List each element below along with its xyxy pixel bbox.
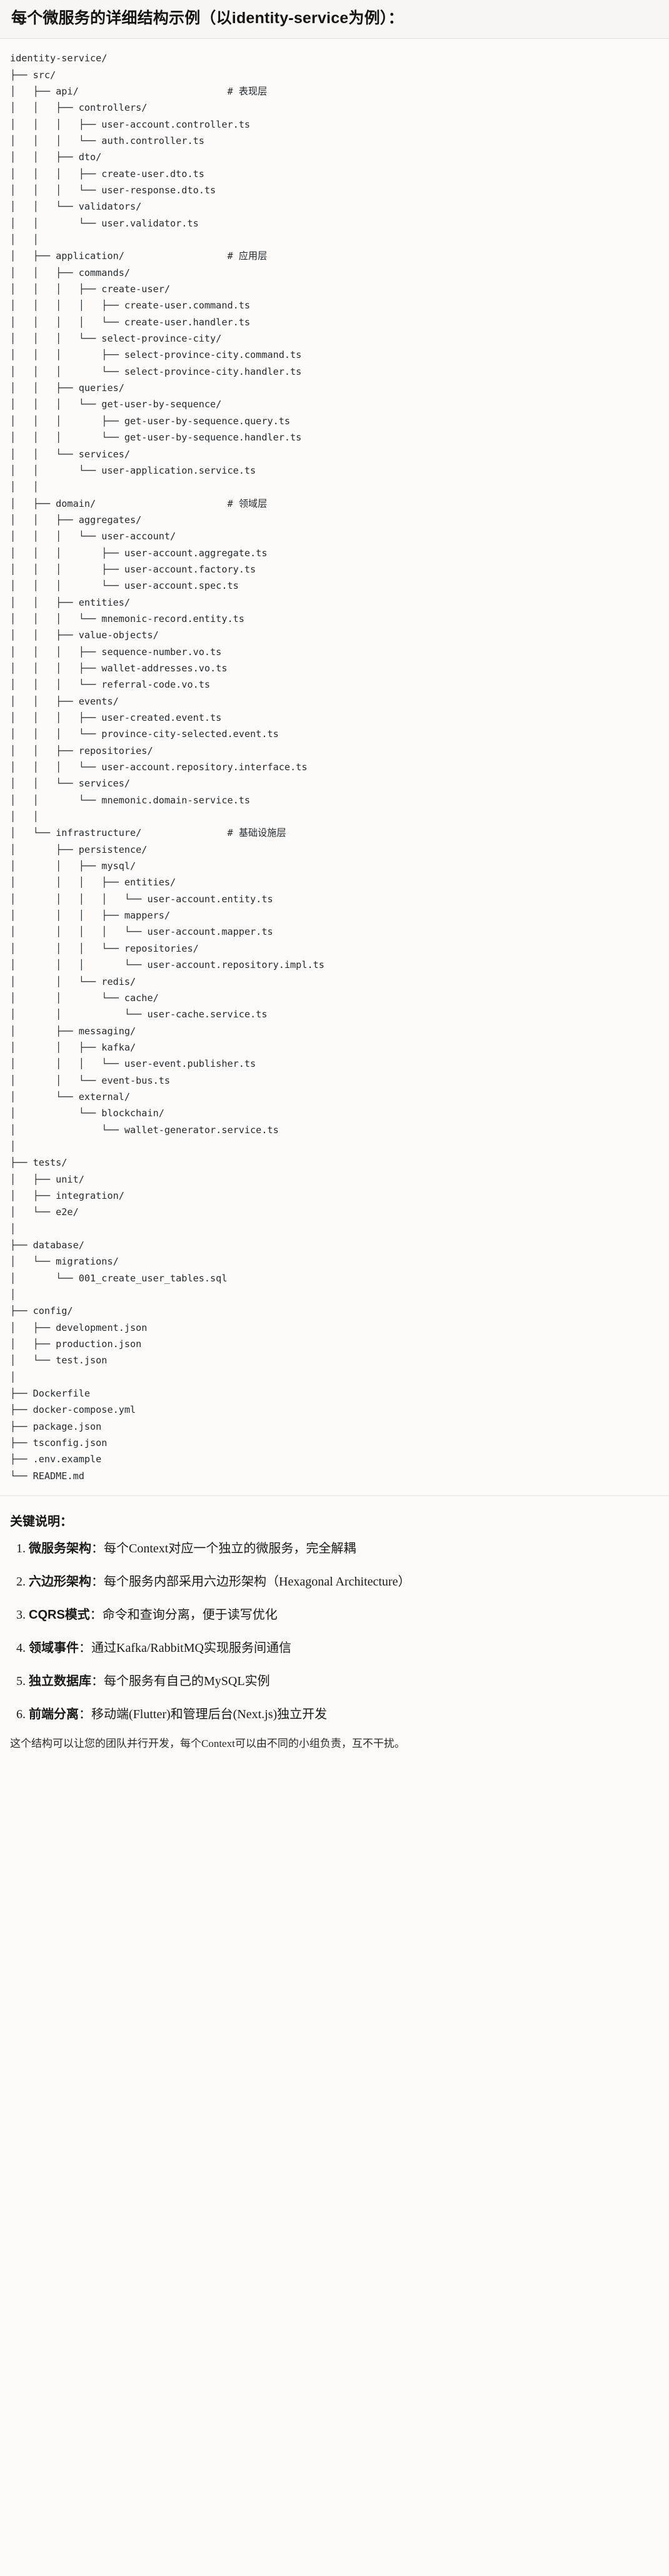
closing-paragraph: 这个结构可以让您的团队并行开发，每个Context可以由不同的小组负责，互不干扰… xyxy=(10,1738,405,1750)
key-point-term: 前端分离 xyxy=(29,1708,79,1722)
list-item: 前端分离：移动端(Flutter)和管理后台(Next.js)独立开发 xyxy=(29,1706,659,1723)
key-point-desc: 每个Context对应一个独立的微服务，完全解耦 xyxy=(104,1542,356,1556)
key-point-desc: 移动端(Flutter)和管理后台(Next.js)独立开发 xyxy=(91,1708,328,1722)
key-point-desc: 通过Kafka/RabbitMQ实现服务间通信 xyxy=(91,1641,291,1656)
key-point-desc: 命令和查询分离，便于读写优化 xyxy=(102,1608,278,1622)
key-point-desc: 每个服务有自己的MySQL实例 xyxy=(104,1674,270,1689)
list-item: 微服务架构：每个Context对应一个独立的微服务，完全解耦 xyxy=(29,1540,659,1557)
key-point-separator: ： xyxy=(89,1608,103,1622)
key-point-separator: ： xyxy=(91,1575,104,1589)
key-point-term: 微服务架构 xyxy=(29,1542,91,1556)
key-point-separator: ： xyxy=(79,1641,91,1656)
list-item: CQRS模式：命令和查询分离，便于读写优化 xyxy=(29,1607,659,1624)
key-points-heading: 关键说明： xyxy=(10,1515,73,1529)
key-point-term: 六边形架构 xyxy=(29,1575,91,1589)
key-point-separator: ： xyxy=(91,1542,104,1556)
key-point-term: 领域事件 xyxy=(29,1641,79,1656)
list-item: 六边形架构：每个服务内部采用六边形架构（Hexagonal Architectu… xyxy=(29,1574,659,1591)
list-item: 领域事件：通过Kafka/RabbitMQ实现服务间通信 xyxy=(29,1640,659,1657)
document-page: 每个微服务的详细结构示例（以identity-service为例）： ident… xyxy=(0,0,669,1763)
directory-tree-block: identity-service/ ├── src/ │ ├── api/ # … xyxy=(0,39,669,1497)
key-points-list: 微服务架构：每个Context对应一个独立的微服务，完全解耦 六边形架构：每个服… xyxy=(10,1540,659,1723)
key-point-term: CQRS模式 xyxy=(29,1608,90,1622)
title-bar: 每个微服务的详细结构示例（以identity-service为例）： xyxy=(0,0,669,39)
list-item: 独立数据库：每个服务有自己的MySQL实例 xyxy=(29,1673,659,1690)
directory-tree: identity-service/ ├── src/ │ ├── api/ # … xyxy=(10,53,324,1482)
page-title: 每个微服务的详细结构示例（以identity-service为例）： xyxy=(11,9,404,27)
key-point-separator: ： xyxy=(91,1674,104,1689)
key-points-section: 关键说明： 微服务架构：每个Context对应一个独立的微服务，完全解耦 六边形… xyxy=(0,1496,669,1763)
key-point-desc: 每个服务内部采用六边形架构（Hexagonal Architecture） xyxy=(104,1575,411,1589)
key-point-term: 独立数据库 xyxy=(29,1674,91,1689)
key-point-separator: ： xyxy=(79,1708,91,1722)
